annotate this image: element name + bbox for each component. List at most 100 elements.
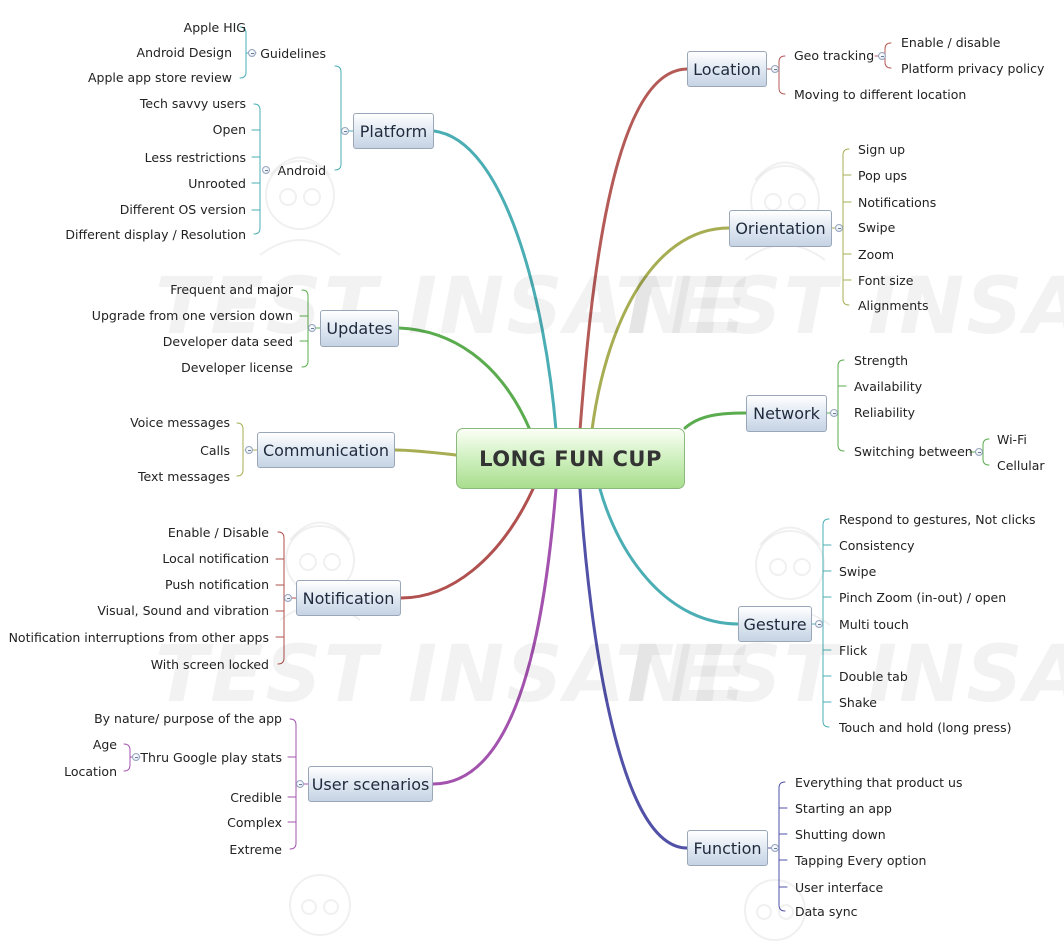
bracket-orientation [842,148,850,306]
collapse-toggle-icon[interactable] [262,166,270,174]
leaf-item[interactable]: Alignments [858,298,929,313]
subtopic-thru-google-play-stats[interactable]: Thru Google play stats [140,750,282,765]
leaf-item[interactable]: Shake [839,695,878,710]
leaf-item[interactable]: Extreme [229,842,282,857]
collapse-toggle-icon[interactable] [132,753,140,761]
leaf-item[interactable]: Enable / disable [901,35,1001,50]
leaf-item[interactable]: Cellular [997,458,1045,473]
collapse-toggle-icon[interactable] [296,780,304,788]
leaf-item[interactable]: Local notification [162,551,269,566]
leaf-item[interactable]: Different display / Resolution [65,227,246,242]
leaf-item[interactable]: Upgrade from one version down [91,308,293,323]
leaf-item[interactable]: User interface [795,880,884,895]
leaf-item[interactable]: Less restrictions [144,150,246,165]
leaf-item[interactable]: Calls [200,443,230,458]
leaf-item[interactable]: Open [212,122,246,137]
leaf-item[interactable]: Push notification [165,577,269,592]
topic-network[interactable]: Network [746,395,827,432]
leaf-item[interactable]: Wi-Fi [997,432,1027,447]
topic-function[interactable]: Function [687,830,768,866]
collapse-toggle-icon[interactable] [248,49,256,57]
leaf-item[interactable]: Credible [230,790,282,805]
bracket-communication [236,422,244,477]
leaf-item[interactable]: Consistency [839,538,915,553]
leaf-item[interactable]: Age [92,737,117,752]
leaf-item[interactable]: Shutting down [795,827,886,842]
collapse-toggle-icon[interactable] [771,844,779,852]
bracket-gesture [822,518,830,728]
subtopic-android[interactable]: Android [277,163,326,178]
collapse-toggle-icon[interactable] [830,409,838,417]
collapse-toggle-icon[interactable] [975,448,983,456]
topic-updates[interactable]: Updates [320,310,399,347]
leaf-item[interactable]: Unrooted [188,176,246,191]
leaf-item[interactable]: Notification interruptions from other ap… [8,630,269,645]
watermark-text: TEST INSANE [615,630,1064,720]
leaf-item[interactable]: Respond to gestures, Not clicks [839,512,1036,527]
leaf-item[interactable]: With screen locked [150,657,269,672]
branch-connector-user-scenarios [431,487,558,786]
leaf-item[interactable]: Availability [854,379,923,394]
subtopic-geo-tracking[interactable]: Geo tracking [794,48,875,63]
leaf-item[interactable]: Frequent and major [170,282,293,297]
leaf-item[interactable]: Enable / Disable [167,525,269,540]
leaf-item[interactable]: Voice messages [130,415,230,430]
topic-location[interactable]: Location [687,51,767,87]
branch-connector-orientation [590,226,731,432]
leaf-item[interactable]: Platform privacy policy [901,61,1045,76]
leaf-item[interactable]: Text messages [138,469,230,484]
leaf-item[interactable]: Swipe [839,564,877,579]
topic-communication[interactable]: Communication [257,432,395,468]
topic-gesture[interactable]: Gesture [738,606,812,642]
leaf-item[interactable]: Complex [227,815,282,830]
collapse-toggle-icon[interactable] [835,224,843,232]
leaf-item[interactable]: Pinch Zoom (in-out) / open [839,590,1007,605]
leaf-item[interactable]: Swipe [858,220,896,235]
leaf-item[interactable]: Visual, Sound and vibration [97,603,269,618]
leaf-item[interactable]: Tapping Every option [795,853,927,868]
bracket-network [837,359,845,452]
leaf-item[interactable]: Reliability [854,405,916,420]
leaf-item[interactable]: Developer data seed [162,334,293,349]
branch-connector-updates [397,326,532,432]
leaf-item[interactable]: Zoom [858,247,895,262]
leaf-item[interactable]: Notifications [858,195,937,210]
leaf-item[interactable]: Flick [839,643,868,658]
collapse-toggle-icon[interactable] [878,52,886,60]
collapse-toggle-icon[interactable] [771,65,779,73]
leaf-item[interactable]: Strength [854,353,909,368]
collapse-toggle-icon[interactable] [815,620,823,628]
collapse-toggle-icon[interactable] [284,594,292,602]
subtopic-switching-between[interactable]: Switching between [854,444,973,459]
leaf-item[interactable]: Apple HIG [183,20,246,35]
topic-notification[interactable]: Notification [296,580,401,616]
leaf-item[interactable]: Starting an app [795,801,892,816]
leaf-item[interactable]: Sign up [858,142,906,157]
leaf-item[interactable]: Developer license [181,360,293,375]
leaf-item[interactable]: Data sync [795,904,858,919]
leaf-item[interactable]: Double tab [839,669,908,684]
leaf-item[interactable]: Tech savvy users [139,96,246,111]
leaf-item[interactable]: Pop ups [858,168,908,183]
leaf-item[interactable]: Apple app store review [88,70,232,85]
leaf-item[interactable]: Font size [858,273,914,288]
leaf-item[interactable]: Moving to different location [794,87,967,102]
central-topic[interactable]: LONG FUN CUP [456,428,685,489]
leaf-item[interactable]: Different OS version [119,202,246,217]
subtopic-guidelines[interactable]: Guidelines [260,46,326,61]
collapse-toggle-icon[interactable] [341,127,349,135]
leaf-item[interactable]: By nature/ purpose of the app [94,711,282,726]
collapse-toggle-icon[interactable] [308,324,316,332]
topic-platform[interactable]: Platform [353,113,434,149]
collapse-toggle-icon[interactable] [245,446,253,454]
leaf-item[interactable]: Android Design [136,45,232,60]
leaf-item[interactable]: Location [64,764,117,779]
bracket-switching [982,438,990,466]
leaf-item[interactable]: Everything that product us [795,775,963,790]
topic-orientation[interactable]: Orientation [729,210,832,247]
leaf-item[interactable]: Multi touch [839,617,909,632]
topic-user-scenarios[interactable]: User scenarios [308,766,433,802]
leaf-item[interactable]: Touch and hold (long press) [839,720,1012,735]
branch-connector-gesture [598,487,740,626]
